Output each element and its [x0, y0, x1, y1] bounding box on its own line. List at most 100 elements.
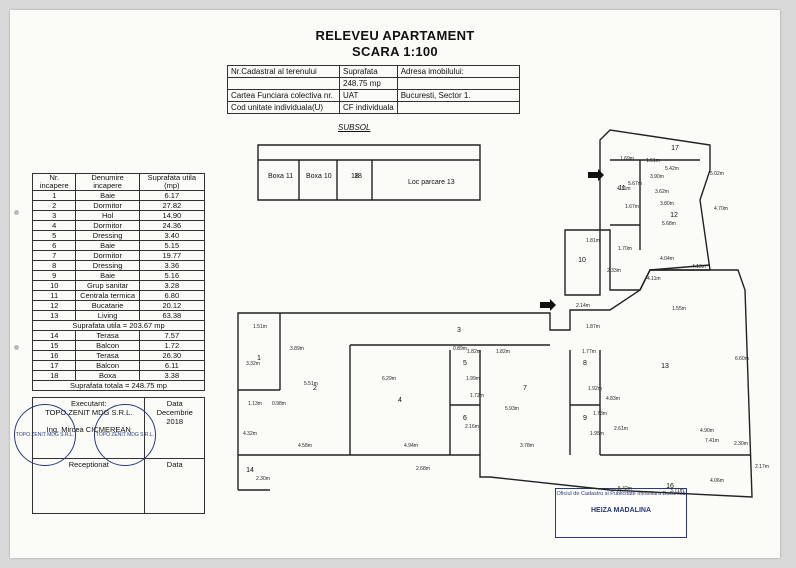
dimension-label: 3.78m: [520, 443, 534, 449]
room-10-outline: [564, 229, 601, 296]
dimension-label: 3.32m: [246, 361, 260, 367]
ocpi-stamp: Oficiul de Cadastru si Publicitate Imobi…: [555, 488, 687, 538]
punch-hole: [14, 345, 19, 350]
basement-room-label: Loc parcare 13: [408, 179, 455, 186]
dimension-label: 1.92m: [588, 386, 602, 392]
room-number: 16: [666, 483, 674, 490]
dimension-label: 1.73m: [593, 411, 607, 417]
dimension-label: 1.77m: [582, 349, 596, 355]
dimension-label: 1.87m: [586, 324, 600, 330]
dimension-label: 1.51m: [253, 324, 267, 330]
dimension-labels: 1.51m 3.32m 3.89m 5.51m 1.13m 0.98m 4.58m 4.32m…: [243, 156, 769, 494]
dimension-label: 2.33m: [607, 268, 621, 274]
document-sheet: RELEVEU APARTAMENT SCARA 1:100 Nr.Cadast…: [10, 10, 780, 558]
room-number: 2: [313, 385, 317, 392]
executant-company: TOPO ZENIT MDG S.R.L.: [45, 408, 133, 417]
dimension-label: 5.42m: [618, 486, 632, 492]
dimension-label: 0.89m: [453, 346, 467, 352]
company-stamp: TOPO ZENIT MDG S.R.L.: [14, 404, 76, 466]
dimension-label: 5.67m: [628, 181, 642, 187]
dimension-label: 5.51m: [304, 381, 318, 387]
company-stamp-text: TOPO ZENIT MDG S.R.L.: [15, 432, 75, 438]
room-number: 6: [463, 415, 467, 422]
company-stamp-2: TOPO ZENIT MDG S.R.L.: [94, 404, 156, 466]
dimension-label: 5.42m: [665, 166, 679, 172]
dimension-label: 1.13m: [248, 401, 262, 407]
dimension-label: 4.32m: [243, 431, 257, 437]
dimension-label: 5.68m: [662, 221, 676, 227]
dimension-label: 3.90m: [650, 174, 664, 180]
executant-label: Executant:: [71, 399, 107, 408]
dimension-label: 4.58m: [298, 443, 312, 449]
room-number: 9: [583, 415, 587, 422]
interior-wall: [649, 264, 711, 271]
dimension-label: 1.55m: [672, 306, 686, 312]
date-value: Decembrie 2018: [156, 408, 193, 426]
room-number: 7: [523, 385, 527, 392]
room-number: 14: [246, 467, 254, 474]
dimension-label: 2.61m: [614, 426, 628, 432]
dimension-label: 1.82m: [496, 349, 510, 355]
dimension-label: 7.41m: [705, 438, 719, 444]
executant-engineer: Ing. Mircea CICMEREAN: [46, 425, 131, 434]
punch-hole: [14, 210, 19, 215]
apartment-outline: [237, 269, 753, 498]
room-number: 18: [354, 173, 362, 180]
dimension-label: 3.80m: [660, 201, 674, 207]
dimension-label: 3.89m: [290, 346, 304, 352]
col-header: Nr. incapere: [31, 173, 77, 191]
dimension-label: 4.11m: [647, 276, 661, 282]
dimension-label: 6.60m: [735, 356, 749, 362]
rooms-table: Nr. incapere Denumire incapere Suprafata…: [31, 173, 206, 391]
date-label: Data: [166, 399, 183, 408]
dimension-label: 1.82m: [467, 349, 481, 355]
basement-room-label: Boxa 10: [306, 173, 332, 180]
dimension-label: 4.83m: [606, 396, 620, 402]
dimension-label: 1.67m: [625, 204, 639, 210]
receptionat-cell: Receptionat: [31, 458, 146, 514]
floor-plan: Boxa 11 Boxa 10 18 Loc parcare 13 1 2 3 …: [237, 129, 769, 498]
dimension-label: 6.29m: [382, 376, 396, 382]
dimension-label: 2.17m: [755, 464, 769, 470]
info-cell: CF individuala: [339, 101, 398, 114]
basement-label: SUBSOL: [338, 123, 371, 132]
dimension-label: 4.70m: [714, 206, 728, 212]
room-number: 1: [257, 355, 261, 362]
dimension-label: 1.69m: [620, 156, 634, 162]
room-number: 13: [661, 363, 669, 370]
dimension-label: 1.81m: [586, 238, 600, 244]
dimension-label: 1.72m: [470, 393, 484, 399]
dimension-label: 4.13m: [692, 264, 706, 270]
dimension-label: 2.30m: [256, 476, 270, 482]
dimension-label: 5.02m: [710, 171, 724, 177]
dimension-label: 4.94m: [404, 443, 418, 449]
basement-outline: [257, 144, 481, 201]
dimension-label: 1.70m: [618, 246, 632, 252]
company-stamp-text-2: TOPO ZENIT MDG S.R.L.: [95, 432, 155, 438]
basement-room-label: Boxa 11: [268, 173, 293, 180]
room-number: 4: [398, 397, 402, 404]
receptionat-date-cell: Data: [144, 458, 205, 514]
info-cell: [396, 101, 520, 114]
dimension-label: 3.62m: [655, 189, 669, 195]
ocpi-stamp-name: HEIZA MADALINA: [590, 507, 651, 514]
dimension-label: 2.16m: [465, 424, 479, 430]
dimension-label: 4.06m: [710, 478, 724, 484]
room-number: 11: [618, 185, 625, 192]
dimension-label: 2.14m: [576, 303, 590, 309]
info-cell: Cod unitate individuala(U): [227, 101, 340, 114]
entrance-arrows: [540, 169, 604, 311]
room-number: 5: [463, 360, 467, 367]
total-cell: Suprafata totala = 248.75 mp: [32, 380, 205, 391]
ocpi-stamp-title: Oficiul de Cadastru si Publicitate Imobi…: [556, 491, 686, 497]
dimension-label: 1.51m: [646, 158, 660, 164]
document-scale: SCARA 1:100: [352, 44, 438, 59]
total-row: Suprafata totala = 248.75 mp: [32, 380, 205, 391]
dimension-label: 3.71m: [670, 488, 684, 494]
dimension-label: 2.30m: [734, 441, 748, 447]
dimension-label: 4.11m: [617, 186, 631, 192]
dimension-label: 0.98m: [272, 401, 286, 407]
dimension-label: 1.95m: [590, 431, 604, 437]
dimension-label: 2.68m: [416, 466, 430, 472]
cadastral-info-table: Nr.Cadastral al terenului Suprafata Adre…: [227, 65, 520, 114]
